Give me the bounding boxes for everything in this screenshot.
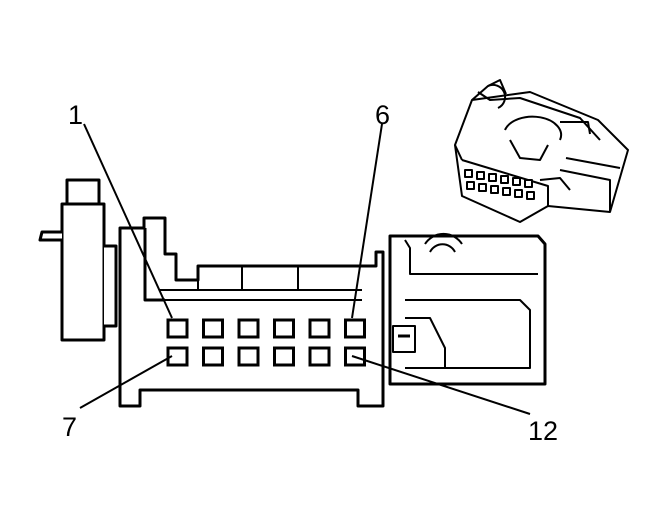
cavity-8 [202, 346, 224, 367]
cavity-6 [344, 318, 366, 339]
leader-pin-6 [351, 123, 383, 319]
leader-pin-1 [83, 123, 173, 319]
cavity-3 [237, 318, 260, 339]
cavity-9 [237, 346, 260, 367]
inset-cavity [502, 187, 511, 196]
leader-lines [79, 123, 531, 415]
inset-cavity [476, 171, 485, 180]
inset-cavity [478, 183, 487, 192]
inset-cavity [526, 191, 535, 200]
cavity-7 [166, 346, 189, 367]
left-latch [38, 178, 118, 342]
inset-cavity [514, 189, 523, 198]
inset-cavity [464, 169, 473, 178]
cavity-4 [273, 318, 295, 339]
connector-body [118, 216, 385, 408]
callout-6: 6 [375, 100, 390, 130]
right-housing [388, 232, 547, 386]
terminal-cavities [166, 318, 366, 367]
leader-pin-12 [351, 355, 531, 415]
inset-cavity [466, 181, 475, 190]
inset-cavity [524, 179, 533, 188]
connector-inset-view [454, 79, 629, 223]
leader-pin-7 [79, 355, 173, 409]
callout-7: 7 [62, 412, 77, 442]
cavity-11 [308, 346, 331, 367]
callout-12: 12 [528, 416, 558, 446]
cavity-10 [273, 346, 295, 367]
cavity-1 [166, 318, 189, 339]
inset-cavity [488, 173, 497, 182]
inset-cavity [490, 185, 499, 194]
inset-cavity [512, 177, 521, 186]
inset-cavity [500, 175, 509, 184]
body-step [143, 228, 165, 302]
cavity-5 [308, 318, 331, 339]
callout-1: 1 [68, 100, 83, 130]
cavity-2 [202, 318, 224, 339]
